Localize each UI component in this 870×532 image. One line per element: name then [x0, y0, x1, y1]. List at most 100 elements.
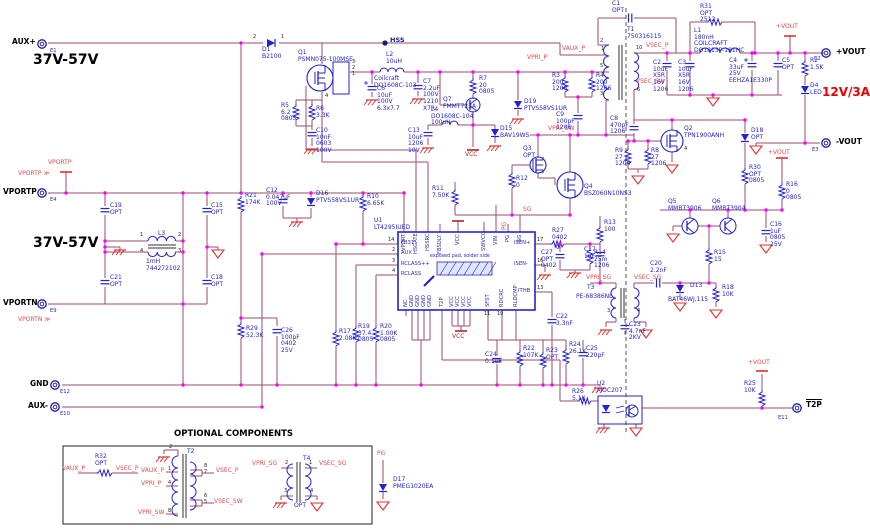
comp-c18: C18 OPT [211, 274, 224, 288]
comp-c19: C19 OPT [110, 202, 123, 216]
comp-c1: C1 OPT [612, 0, 625, 14]
comp-l2-part: Coilcraft DO1608C-103 [374, 75, 417, 89]
comp-r30: R30 OPT 0805 [749, 164, 765, 185]
comp-r25: R25 10K [744, 380, 756, 394]
comp-c20: C20 2.2nF [650, 260, 667, 274]
net-vpri-sw: VPRI_SW [548, 125, 575, 132]
u1-pin-fb31: FB31 [401, 240, 415, 246]
comp-r3: R3 200 1206 [552, 72, 568, 93]
comp-d18: D18 OPT [751, 127, 764, 141]
comp-q5: Q5 MMBT3906 [668, 198, 702, 212]
u1-num-17: 17 [537, 237, 544, 243]
comp-c13: C13 10uF 1206 10V [408, 127, 424, 155]
input-range-top: 37V-57V [33, 52, 99, 68]
net-vsec-sw: VSEC_SW [636, 78, 665, 85]
t1-num-2: 2 [600, 38, 604, 44]
u1-pin-rclasspp: RCLASS++ [401, 261, 430, 267]
comp-r22: R22 107K [523, 345, 539, 359]
port-ref-e10: E10 [60, 411, 70, 417]
net-vsec-p: VSEC_P [646, 42, 669, 49]
u1-pin-aux: AUX [401, 250, 412, 256]
net-vout-2: +VOUT [768, 149, 790, 156]
comp-r26: R26 5.1K [572, 388, 586, 402]
net-hss: HSS [390, 36, 405, 44]
comp-c6: C6 10uF 100V 6.3x7.7 [377, 85, 400, 113]
comp-d17: D17 PMEG1020EA [393, 476, 434, 490]
q1-num-3: 3 [352, 59, 356, 65]
comp-r24: R24 26.1K [569, 341, 587, 355]
comp-t1: T1 750316115 [627, 26, 662, 40]
net-vaux-p: VAUX_P [562, 45, 585, 52]
net-vsec-sg-2: VSEC_SG [319, 460, 347, 467]
comp-d15: D15 BAV19WS [500, 125, 530, 139]
comp-r32: R32 OPT [95, 453, 108, 467]
net-vsec-p-2: VSEC_P [116, 465, 139, 472]
net-vpri-p: VPRI_P [527, 54, 548, 61]
transistors [306, 61, 737, 418]
comp-q6: Q6 MMBT3904 [712, 198, 746, 212]
wires [48, 17, 824, 515]
comp-d13-part: BAT46WJ,115 [668, 296, 709, 303]
inductors [147, 44, 741, 518]
comp-r21: R21 174K [245, 192, 261, 206]
comp-c25: C25 220pF [586, 345, 605, 359]
junction-dots [64, 41, 807, 410]
comp-l4: L4 DO1608C-104 100uH [431, 106, 474, 127]
comp-t4-opt: OPT [294, 502, 307, 509]
net-vcc-2: VCC [452, 333, 465, 340]
comp-r13: R13 100 [604, 219, 616, 233]
net-vportp-in: VPORTP ≫ [18, 170, 50, 177]
comp-c3: C3 10uF X5R 16V 1206 [678, 59, 694, 93]
comp-q2: Q2 TPN1900ANH [684, 125, 725, 139]
comp-q3: Q3 OPT [523, 145, 536, 159]
comp-c12: C12 0.047uF 100V [266, 187, 291, 208]
comp-l1: L1 180nH COILCRAFT DO1813P-181HC [694, 27, 745, 55]
capacitors [100, 13, 783, 363]
u1-pin-rclass: RCLASS [401, 271, 422, 277]
comp-r18: R18 10K [722, 284, 734, 298]
pad-note: exposed pad, solder side [430, 254, 490, 259]
comp-r31: R31 OPT 2512 [700, 3, 716, 24]
comp-r20: R20 1.00K 0805 [380, 323, 398, 344]
u1-num-4: 4 [392, 268, 396, 274]
comp-l3-part: 1mH 744272102 [146, 258, 181, 272]
comp-r27-value: 0 [556, 244, 560, 251]
comp-c23: C23 4.7nF 2KV [629, 321, 646, 342]
comp-c4: C4 33uF 25V EEHZA1E330P [729, 57, 772, 85]
u1-num-2: 2 [392, 247, 396, 253]
u1-pin-sfst: SFST [485, 294, 491, 307]
u1-pin-vin: VIN [493, 236, 499, 245]
t1-num-5: 5 [600, 63, 604, 69]
u1-pin-gnd4: GND [427, 295, 433, 307]
net-vpri-sg: VPRI_SG [586, 274, 612, 281]
t2-num-6: 6 [204, 493, 208, 499]
diodes [267, 39, 809, 493]
comp-c24: C24 0.1uF [485, 351, 502, 365]
port-ref-e11: E11 [778, 415, 788, 421]
port-ref-e3: E3 [812, 147, 819, 153]
comp-c26: C26 100pF 0402 25V [281, 327, 300, 355]
input-range-mid: 37V-57V [33, 235, 99, 251]
comp-d1: D1 B2100 [262, 46, 282, 60]
ground-symbols [60, 35, 796, 512]
net-vaux-p-3: VAUX_P [141, 467, 164, 474]
comp-d13: D13 [690, 282, 703, 289]
l3-num-3: 3 [178, 248, 182, 254]
comp-r6: R6 3.3K [316, 105, 330, 119]
net-pg-2: PG [377, 450, 386, 457]
port-label-aux-plus: AUX+ [12, 37, 36, 46]
t4-num-3: 3 [284, 488, 288, 494]
net-vout-3: +VOUT [748, 359, 770, 366]
outlines [62, 231, 643, 525]
comp-r17: R17 2.08K [339, 328, 357, 342]
u1-num-3: 3 [392, 258, 396, 264]
port-label-aux-minus: AUX- [28, 401, 48, 410]
comp-r8: R8 27 1206 [651, 147, 667, 168]
q1-num-1: 1 [352, 71, 356, 77]
u1-pin-sg: SG [517, 234, 523, 242]
comp-r29: R29 52.3K [246, 325, 264, 339]
port-label-vportn: VPORTN [3, 298, 38, 307]
u1-pin-hsgate: HSGATE [413, 233, 419, 254]
